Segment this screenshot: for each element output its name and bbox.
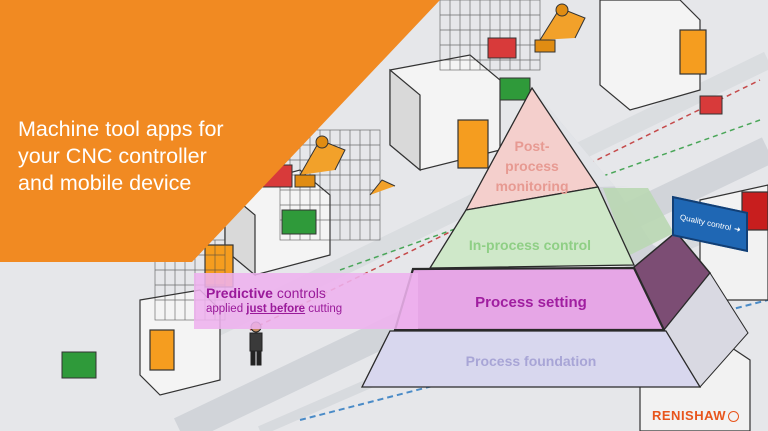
- parts-crates: [61, 37, 723, 379]
- robot-arms: [294, 3, 586, 196]
- headline-line-2: your CNC controller: [18, 144, 207, 168]
- brand-name: RENISHAW: [652, 408, 727, 423]
- pyramid-front: [360, 86, 702, 388]
- pyramid-tier-in-process: [428, 186, 636, 269]
- quality-control-text: Quality control: [679, 212, 732, 233]
- brand-logo: RENISHAW: [652, 408, 740, 423]
- callout-rest: controls: [272, 285, 326, 301]
- arrow-right-icon: ➜: [733, 223, 741, 235]
- callout-line2-bold: just before: [246, 303, 306, 315]
- brand-mark-icon: [728, 411, 740, 423]
- orange-title-panel: [0, 0, 440, 262]
- tier-top-line1: Post-: [515, 138, 550, 154]
- headline: Machine tool apps for your CNC controlle…: [18, 116, 308, 197]
- callout-line2-prefix: applied: [206, 303, 247, 315]
- predictive-callout: Predictive controls applied just before …: [194, 273, 418, 329]
- tier-foundation-label: Process foundation: [466, 353, 597, 369]
- callout-line-1: Predictive controls: [206, 285, 326, 301]
- headline-line-3: and mobile device: [18, 171, 192, 195]
- tier-in-process-label: In-process control: [469, 237, 591, 253]
- callout-line2-suffix: cutting: [305, 303, 343, 315]
- tier-top-line2: process: [505, 158, 559, 174]
- tier-top-line3: monitoring: [495, 178, 568, 194]
- headline-line-1: Machine tool apps for: [18, 117, 224, 141]
- callout-bold: Predictive: [206, 285, 273, 301]
- tier-process-setting-label: Process setting: [475, 294, 587, 311]
- pyramid-tier-foundation: [360, 330, 702, 388]
- callout-line-2: applied just before cutting: [206, 303, 342, 315]
